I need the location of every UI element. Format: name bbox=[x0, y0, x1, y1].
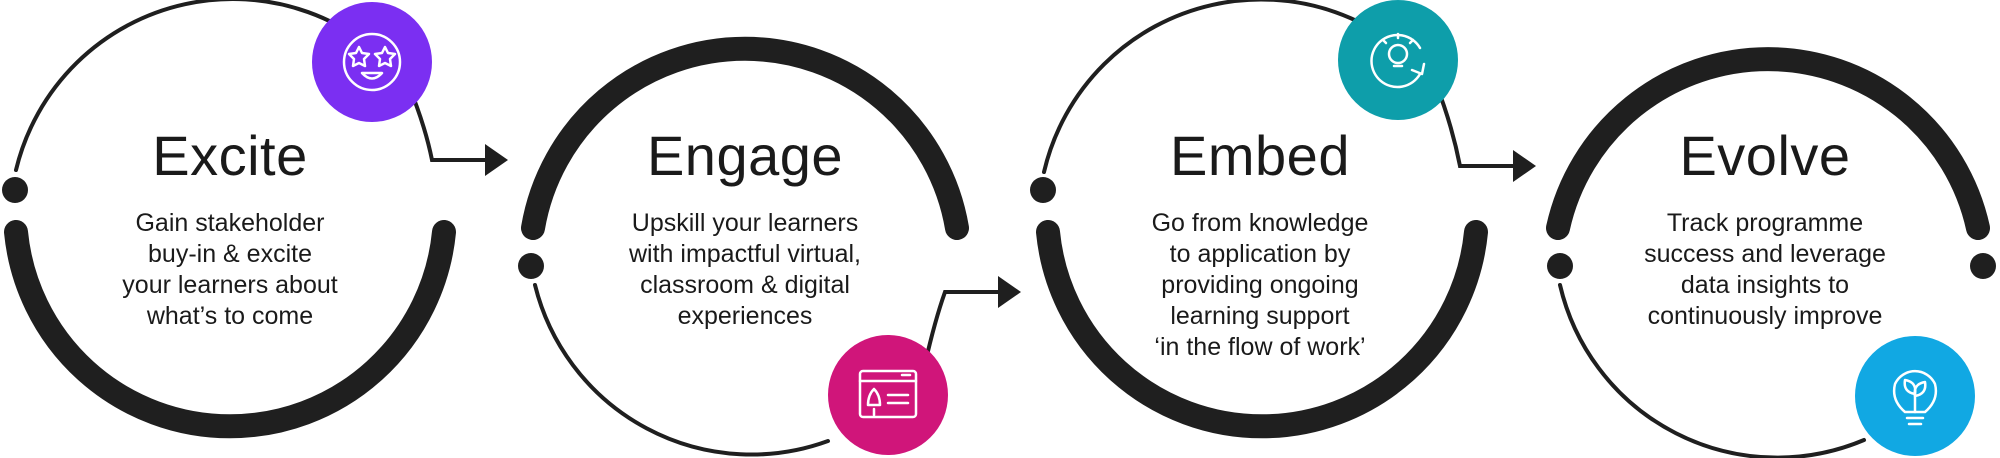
description-line: ‘in the flow of work’ bbox=[1154, 333, 1366, 361]
ring-end-dot bbox=[1030, 177, 1056, 203]
stage-title: Embed bbox=[1170, 124, 1350, 187]
stage-title: Excite bbox=[152, 124, 308, 187]
description-line: learning support bbox=[1170, 302, 1350, 330]
stage-description: Go from knowledge to application by prov… bbox=[1110, 208, 1410, 363]
stage-ring-evolve bbox=[1546, 47, 1996, 458]
arrow-head-3 bbox=[1513, 150, 1536, 182]
stage-description: Upskill your learners with impactful vir… bbox=[590, 208, 900, 332]
ring-end-dot bbox=[2, 177, 28, 203]
description-line: Track programme bbox=[1666, 209, 1864, 237]
stage-icon-embed bbox=[1338, 0, 1458, 120]
ring-end-dot bbox=[518, 253, 544, 279]
description-line: classroom & digital bbox=[640, 271, 850, 299]
description-line: to application by bbox=[1169, 240, 1351, 268]
stage-description: Gain stakeholder buy-in & excite your le… bbox=[80, 208, 380, 332]
description-line: Upskill your learners bbox=[631, 209, 859, 237]
description-line: providing ongoing bbox=[1161, 271, 1359, 299]
description-line: buy-in & excite bbox=[148, 240, 312, 268]
description-line: experiences bbox=[677, 302, 813, 330]
description-line: continuously improve bbox=[1647, 302, 1883, 330]
description-line: your learners about bbox=[122, 271, 338, 299]
stage-title: Engage bbox=[646, 124, 844, 187]
arrow-head-2 bbox=[998, 276, 1021, 308]
ring-end-dot bbox=[1547, 253, 1573, 279]
stage-icon-evolve bbox=[1855, 336, 1975, 456]
stage-description: Track programme success and leverage dat… bbox=[1610, 208, 1920, 332]
description-line: data insights to bbox=[1680, 271, 1850, 299]
description-line: Go from knowledge bbox=[1151, 209, 1369, 237]
stage-icon-excite bbox=[312, 2, 432, 122]
ring-end-dot bbox=[1970, 253, 1996, 279]
arrow-head-1 bbox=[485, 144, 508, 176]
description-line: Gain stakeholder bbox=[135, 209, 325, 237]
stage-title: Evolve bbox=[1679, 124, 1851, 187]
description-line: what’s to come bbox=[146, 302, 314, 330]
description-line: with impactful virtual, bbox=[628, 240, 862, 268]
description-line: success and leverage bbox=[1644, 240, 1886, 268]
stage-icon-engage bbox=[828, 335, 948, 455]
